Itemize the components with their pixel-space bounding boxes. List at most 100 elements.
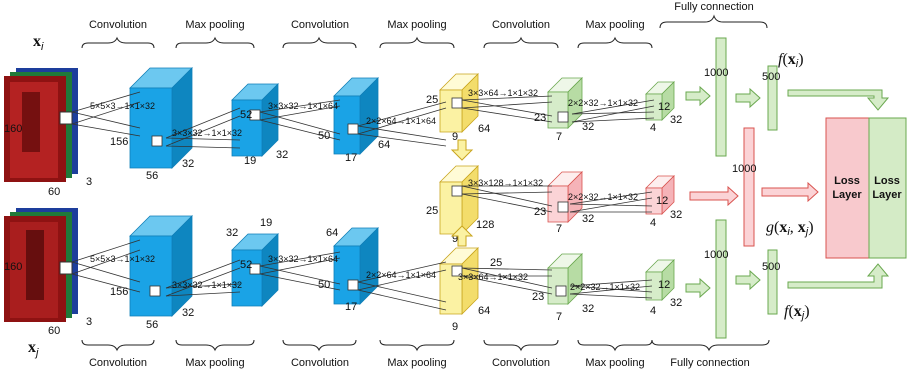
op-conv3-top: 3×3×64→1×1×32	[468, 88, 538, 98]
dim-p1-w-bottom: 19	[260, 217, 272, 229]
receptive-field-square	[451, 97, 463, 109]
g-mid-label: g(xi, xj)	[766, 219, 814, 238]
dim-c3-h-bottom: 23	[532, 291, 544, 303]
input-image-bottom	[4, 208, 78, 322]
fc1000-top-label: 1000	[704, 67, 728, 79]
receptive-field-square	[557, 111, 569, 123]
top-stage-label-3: Convolution	[291, 19, 349, 31]
receptive-field-square	[557, 201, 569, 213]
fc1000-mid-label: 1000	[732, 163, 756, 175]
dim-p3-w-bottom: 4	[650, 305, 656, 317]
bottom-stage-label-6: Max pooling	[585, 357, 644, 369]
dim-p2-w-top: 9	[452, 131, 458, 143]
dim-mid-p3-c: 32	[670, 209, 682, 221]
dim-p3-h-bottom: 12	[658, 279, 670, 291]
dim-c1-h-bottom: 156	[110, 286, 128, 298]
conv3-bottom-map	[547, 253, 583, 305]
conv1-top-map	[129, 67, 193, 169]
dim-p1-h-top: 52	[240, 109, 252, 121]
top-stage-label-4: Max pooling	[387, 19, 446, 31]
dim-p2-c-top: 64	[478, 123, 490, 135]
receptive-field-square	[451, 265, 463, 277]
receptive-field-square	[249, 263, 261, 275]
connection-lines	[71, 91, 655, 311]
top-stage-label-6: Max pooling	[585, 19, 644, 31]
dim-c1-c-bottom: 32	[182, 307, 194, 319]
op-pool3-bottom: 2×2×32→1×1×32	[570, 282, 640, 292]
input-top-channels: 3	[86, 176, 92, 188]
op-conv2-bottom: 3×3×32→1×1×64	[268, 254, 338, 264]
op-pool1-top: 3×3×32→1×1×32	[172, 128, 242, 138]
input-bottom-height: 160	[4, 261, 22, 273]
bottom-stage-label-4: Max pooling	[387, 357, 446, 369]
pool2-top-map	[439, 73, 479, 133]
loss-right-line1: Loss	[874, 175, 900, 187]
dim-mid-p3-h: 12	[656, 195, 668, 207]
loss-left-line2: Layer	[832, 189, 862, 201]
dim-c3-h-top: 23	[534, 112, 546, 124]
dim-c2-h-top: 50	[318, 130, 330, 142]
top-stage-label-1: Convolution	[89, 19, 147, 31]
input-bottom-channels: 3	[86, 316, 92, 328]
dim-p1-h-bottom: 32	[226, 227, 238, 239]
dim-mid-p3-w: 4	[650, 217, 656, 229]
op-pool2-top: 2×2×64→1×1×64	[366, 116, 436, 126]
conv2-top-map	[333, 77, 379, 155]
input-top-width: 60	[48, 186, 60, 198]
f-bottom-label: f(xj)	[784, 303, 810, 322]
dim-c1-w-top: 56	[146, 170, 158, 182]
dim-p1-c-top: 32	[276, 149, 288, 161]
dim-mid-c3-w: 7	[556, 223, 562, 235]
bottom-stage-label-1: Convolution	[89, 357, 147, 369]
dim-p2-h-bottom: 25	[490, 257, 502, 269]
input-label-bottom: xj	[28, 339, 39, 359]
bottom-stage-label-5: Convolution	[492, 357, 550, 369]
fc1000-mid	[743, 127, 755, 247]
op-conv3-bottom: 3×3×64→1×1×32	[458, 272, 528, 282]
dim-c2-w-top: 17	[345, 152, 357, 164]
op-labels: 5×5×3→1×1×32 3×3×32→1×1×32 3×3×32→1×1×64…	[90, 88, 640, 292]
fc1000-bottom-label: 1000	[704, 249, 728, 261]
op-pool3-top: 2×2×32→1×1×32	[568, 98, 638, 108]
loss-layer-left	[825, 117, 870, 259]
dim-p2-h-top: 25	[426, 94, 438, 106]
dim-c2-c-top: 64	[378, 139, 390, 151]
fc500-top-label: 500	[762, 71, 780, 83]
dim-c1-w-bottom: 56	[146, 319, 158, 331]
loss-layer-right	[868, 117, 907, 259]
dim-c3-c-bottom: 32	[582, 303, 594, 315]
loss-right-line2: Layer	[872, 189, 902, 201]
dim-c2-c-bottom: 64	[326, 227, 338, 239]
receptive-field-square	[149, 285, 161, 297]
dim-c3-w-bottom: 7	[556, 311, 562, 323]
op-conv-mid: 3×3×128→1×1×32	[468, 178, 543, 188]
input-bottom-width: 60	[48, 325, 60, 337]
fc-layers	[715, 37, 778, 339]
op-conv1-top: 5×5×3→1×1×32	[90, 101, 155, 111]
dim-c1-c-top: 32	[182, 158, 194, 170]
op-conv1-bottom: 5×5×3→1×1×32	[90, 254, 155, 264]
fc500-bottom	[767, 249, 778, 315]
dim-p3-c-bottom: 32	[670, 297, 682, 309]
input-label-top: xi	[33, 33, 44, 53]
pool3-bottom-map	[645, 259, 675, 301]
receptive-field-square	[151, 135, 163, 147]
pool1-top-map	[231, 83, 279, 157]
conv3-mid-map	[547, 171, 583, 223]
fc1000-bottom	[715, 219, 727, 339]
dim-c2-h-bottom: 50	[318, 279, 330, 291]
conv3-top-map	[547, 77, 583, 129]
dim-mid-p2-c: 128	[476, 219, 494, 231]
loss-left-line1: Loss	[834, 175, 860, 187]
receptive-field-square	[347, 279, 359, 291]
receptive-field-square	[451, 185, 463, 197]
dim-p3-h-top: 12	[658, 101, 670, 113]
op-pool-mid: 2×2×32→1×1×32	[568, 192, 638, 202]
bottom-stage-label-3: Convolution	[291, 357, 349, 369]
loss-block: Loss Layer Loss Layer	[825, 117, 907, 259]
dim-mid-c3-h: 23	[534, 206, 546, 218]
dimension-labels: 156 56 32 52 19 32 50 17 64 25 9 64 23 7…	[110, 94, 682, 333]
dim-p3-c-top: 32	[670, 114, 682, 126]
dim-c1-h-top: 156	[110, 136, 128, 148]
op-conv2-top: 3×3×32→1×1×64	[268, 101, 338, 111]
